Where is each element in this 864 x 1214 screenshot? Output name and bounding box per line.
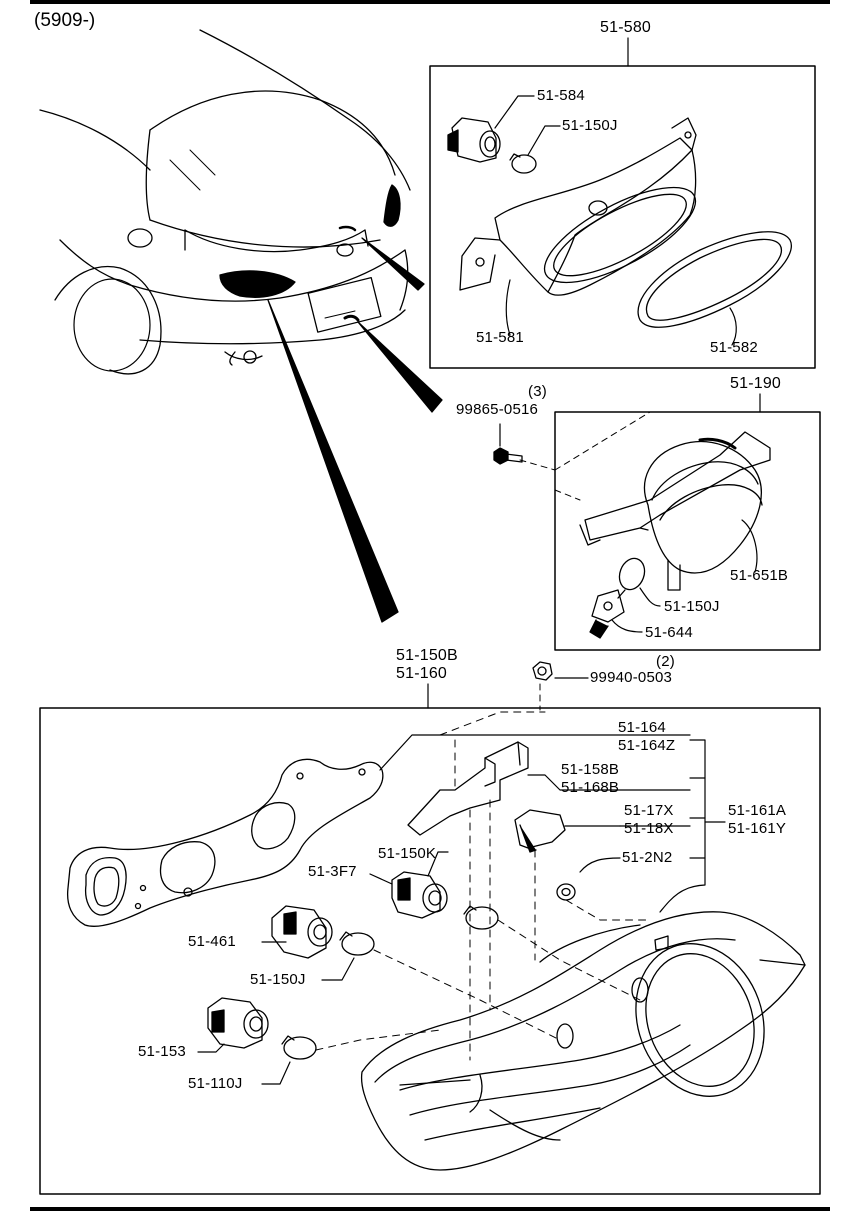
label-qty-2: (2) — [656, 653, 675, 670]
top-border-rule — [30, 0, 830, 4]
bolt-99865-0516 — [493, 411, 651, 501]
label-51-164z: 51-164Z — [618, 737, 676, 754]
label-51-17x: 51-17X — [624, 802, 674, 819]
high-mount-lamp-box — [429, 65, 816, 369]
label-51-461: 51-461 — [188, 933, 236, 950]
bracket-51-164 — [407, 741, 529, 836]
label-qty-3: (3) — [528, 383, 547, 400]
alignment-dashed-lines — [315, 711, 651, 1061]
label-51-161y: 51-161Y — [728, 820, 787, 837]
socket-51-153 — [207, 997, 317, 1060]
label-51-2n2: 51-2N2 — [622, 849, 673, 866]
gasket-illustration — [66, 758, 384, 927]
label-51-153: 51-153 — [138, 1043, 186, 1060]
rear-lamp-assembly — [579, 431, 771, 639]
label-51-150k: 51-150K — [378, 845, 437, 862]
label-51-581: 51-581 — [476, 329, 524, 346]
label-51-584: 51-584 — [537, 87, 585, 104]
label-99940-0503: 99940-0503 — [590, 669, 673, 686]
label-51-644: 51-644 — [645, 624, 693, 641]
label-51-164: 51-164 — [618, 719, 666, 736]
label-51-150j-top: 51-150J — [562, 117, 618, 134]
label-51-651b: 51-651B — [730, 567, 789, 584]
label-51-580: 51-580 — [600, 19, 652, 36]
label-51-190: 51-190 — [730, 375, 782, 392]
label-99865-0516: 99865-0516 — [456, 401, 539, 418]
rear-lamp-box — [554, 411, 821, 651]
label-51-150j-bottom: 51-150J — [250, 971, 306, 988]
label-51-150j-mid: 51-150J — [664, 598, 720, 615]
label-51-158b: 51-158B — [561, 761, 620, 778]
high-mount-lamp-assembly — [447, 117, 792, 328]
label-51-168b: 51-168B — [561, 779, 620, 796]
label-51-582: 51-582 — [710, 339, 758, 356]
bottom-border-rule — [30, 1207, 830, 1211]
socket-51-461 — [271, 905, 375, 959]
label-51-3f7: 51-3F7 — [308, 863, 357, 880]
socket-51-3f7 — [391, 871, 499, 930]
reflector-51-17x — [514, 809, 566, 853]
label-51-150b: 51-150B — [396, 647, 458, 664]
label-51-161a: 51-161A — [728, 802, 787, 819]
tail-lamp-housing — [360, 911, 806, 1171]
label-51-110j: 51-110J — [188, 1075, 243, 1092]
car-rear-illustration — [39, 29, 443, 623]
clip-51-2n2 — [556, 857, 621, 901]
label-51-18x: 51-18X — [624, 820, 674, 837]
label-51-160: 51-160 — [396, 665, 448, 682]
serial-range-label: (5909-) — [34, 10, 96, 31]
tail-lamp-box — [39, 707, 821, 1195]
nut-99940-0503 — [532, 661, 589, 711]
